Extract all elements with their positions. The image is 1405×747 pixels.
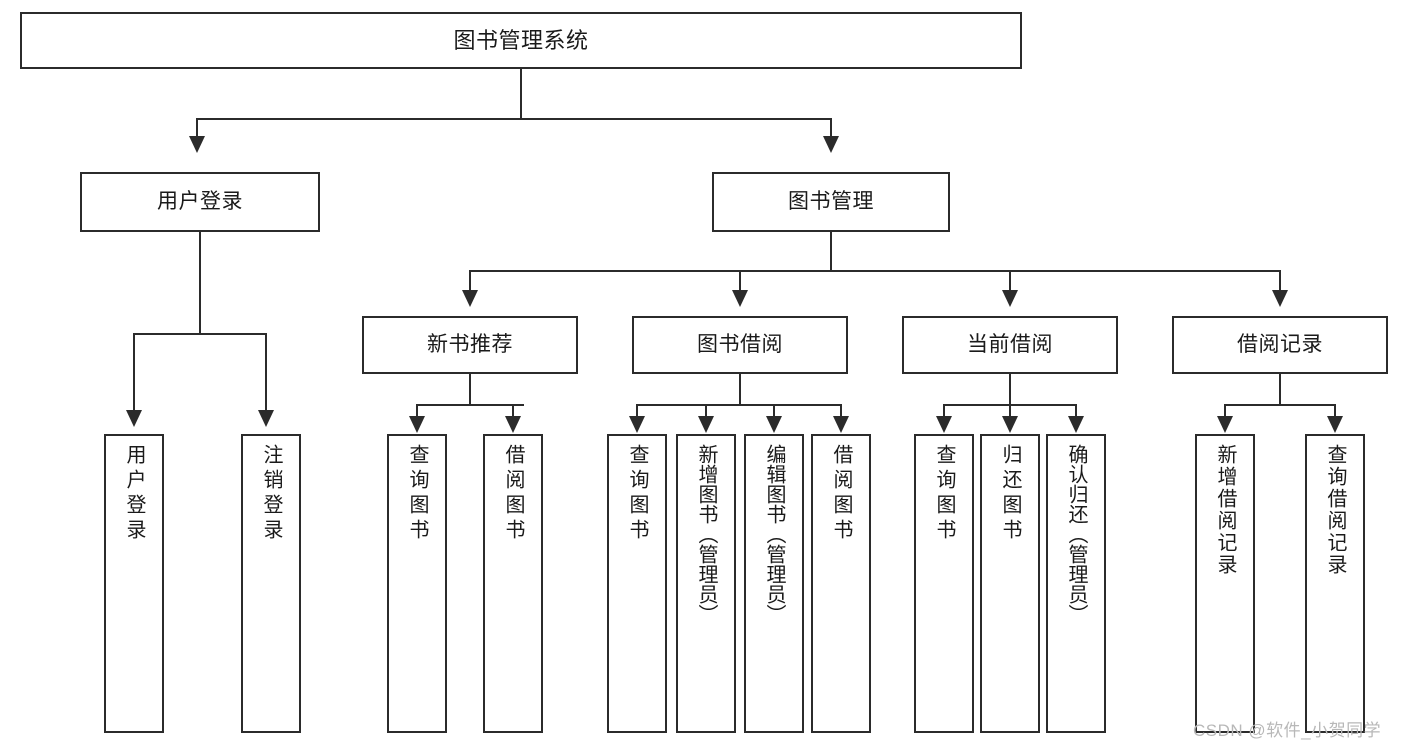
connector-root-drop-left	[196, 118, 198, 138]
node-label: 用户登录	[157, 189, 243, 213]
connector-br-drop-1	[1224, 404, 1226, 418]
node-label: 图书借阅	[697, 332, 783, 356]
arrow-to-leaf-cb-1	[936, 416, 952, 433]
leaf-bb-edit-book-admin[interactable]: 编辑图书（管理员）	[744, 434, 804, 733]
arrow-to-leaf-bb-3	[766, 416, 782, 433]
leaf-logout[interactable]: 注销登录	[241, 434, 301, 733]
arrow-to-user-login	[189, 136, 205, 153]
connector-level3-drop-3	[1009, 270, 1011, 292]
node-label: 借阅记录	[1237, 332, 1323, 356]
node-borrow-record[interactable]: 借阅记录	[1172, 316, 1388, 374]
connector-bb-drop-1	[636, 404, 638, 418]
connector-level3-bar	[469, 270, 1281, 272]
connector-cb-drop-3	[1075, 404, 1077, 418]
leaf-cb-return-book[interactable]: 归还图书	[980, 434, 1040, 733]
connector-cb-drop-2	[1009, 404, 1011, 418]
leaf-cb-query-book[interactable]: 查询图书	[914, 434, 974, 733]
arrow-to-leaf-bb-1	[629, 416, 645, 433]
arrow-to-book-borrow	[732, 290, 748, 307]
arrow-to-leaf-nbr-1	[409, 416, 425, 433]
node-label: 编辑图书（管理员）	[763, 444, 785, 624]
connector-bb-bar	[636, 404, 842, 406]
connector-br-bar	[1224, 404, 1336, 406]
connector-bb-drop-3	[773, 404, 775, 418]
node-label: 图书管理	[788, 189, 874, 213]
leaf-br-query-record[interactable]: 查询借阅记录	[1305, 434, 1365, 733]
arrow-to-leaf-logout	[258, 410, 274, 427]
node-root-system[interactable]: 图书管理系统	[20, 12, 1022, 69]
node-label: 借阅图书	[502, 444, 524, 544]
node-label: 归还图书	[999, 444, 1021, 544]
connector-level3-drop-1	[469, 270, 471, 292]
arrow-to-new-book-recommend	[462, 290, 478, 307]
arrow-to-leaf-nbr-2	[505, 416, 521, 433]
connector-nbr-bar	[416, 404, 524, 406]
connector-user-login-drop-1	[133, 333, 135, 412]
arrow-to-leaf-bb-4	[833, 416, 849, 433]
leaf-bb-add-book-admin[interactable]: 新增图书（管理员）	[676, 434, 736, 733]
node-label: 查询图书	[933, 444, 955, 544]
node-book-borrow[interactable]: 图书借阅	[632, 316, 848, 374]
node-user-login[interactable]: 用户登录	[80, 172, 320, 232]
node-label: 新增借阅记录	[1214, 444, 1236, 576]
arrow-to-leaf-cb-3	[1068, 416, 1084, 433]
connector-book-management-stem	[830, 232, 832, 272]
connector-user-login-bar	[133, 333, 267, 335]
leaf-cb-confirm-return-admin[interactable]: 确认归还（管理员）	[1046, 434, 1106, 733]
node-label: 注销登录	[260, 444, 282, 544]
connector-br-drop-2	[1334, 404, 1336, 418]
node-label: 用户登录	[123, 444, 145, 544]
node-label: 借阅图书	[830, 444, 852, 544]
connector-nbr-drop-2	[512, 404, 514, 418]
node-label: 图书管理系统	[453, 27, 589, 53]
node-label: 确认归还（管理员）	[1065, 444, 1087, 624]
connector-nbr-stem	[469, 374, 471, 406]
node-label: 查询借阅记录	[1324, 444, 1346, 576]
connector-br-stem	[1279, 374, 1281, 406]
connector-cb-stem	[1009, 374, 1011, 406]
arrow-to-current-borrow	[1002, 290, 1018, 307]
node-book-management[interactable]: 图书管理	[712, 172, 950, 232]
leaf-br-add-record[interactable]: 新增借阅记录	[1195, 434, 1255, 733]
connector-level3-drop-2	[739, 270, 741, 292]
connector-bb-drop-4	[840, 404, 842, 418]
node-label: 当前借阅	[967, 332, 1053, 356]
leaf-bb-borrow-book[interactable]: 借阅图书	[811, 434, 871, 733]
node-label: 新书推荐	[427, 332, 513, 356]
connector-user-login-drop-2	[265, 333, 267, 412]
connector-user-login-stem	[199, 232, 201, 335]
node-new-book-recommend[interactable]: 新书推荐	[362, 316, 578, 374]
arrow-to-leaf-br-1	[1217, 416, 1233, 433]
arrow-to-leaf-bb-2	[698, 416, 714, 433]
arrow-to-leaf-user-login	[126, 410, 142, 427]
arrow-to-leaf-cb-2	[1002, 416, 1018, 433]
connector-root-stem	[520, 69, 522, 119]
node-current-borrow[interactable]: 当前借阅	[902, 316, 1118, 374]
arrow-to-leaf-br-2	[1327, 416, 1343, 433]
connector-root-bar	[196, 118, 832, 120]
leaf-user-login[interactable]: 用户登录	[104, 434, 164, 733]
connector-cb-drop-1	[943, 404, 945, 418]
connector-level3-drop-4	[1279, 270, 1281, 292]
leaf-bb-query-book[interactable]: 查询图书	[607, 434, 667, 733]
connector-bb-drop-2	[705, 404, 707, 418]
node-label: 查询图书	[406, 444, 428, 544]
node-label: 查询图书	[626, 444, 648, 544]
node-label: 新增图书（管理员）	[695, 444, 717, 624]
leaf-nbr-query-book[interactable]: 查询图书	[387, 434, 447, 733]
connector-root-drop-right	[830, 118, 832, 138]
arrow-to-book-management	[823, 136, 839, 153]
leaf-nbr-borrow-book[interactable]: 借阅图书	[483, 434, 543, 733]
arrow-to-borrow-record	[1272, 290, 1288, 307]
connector-bb-stem	[739, 374, 741, 406]
connector-nbr-drop-1	[416, 404, 418, 418]
